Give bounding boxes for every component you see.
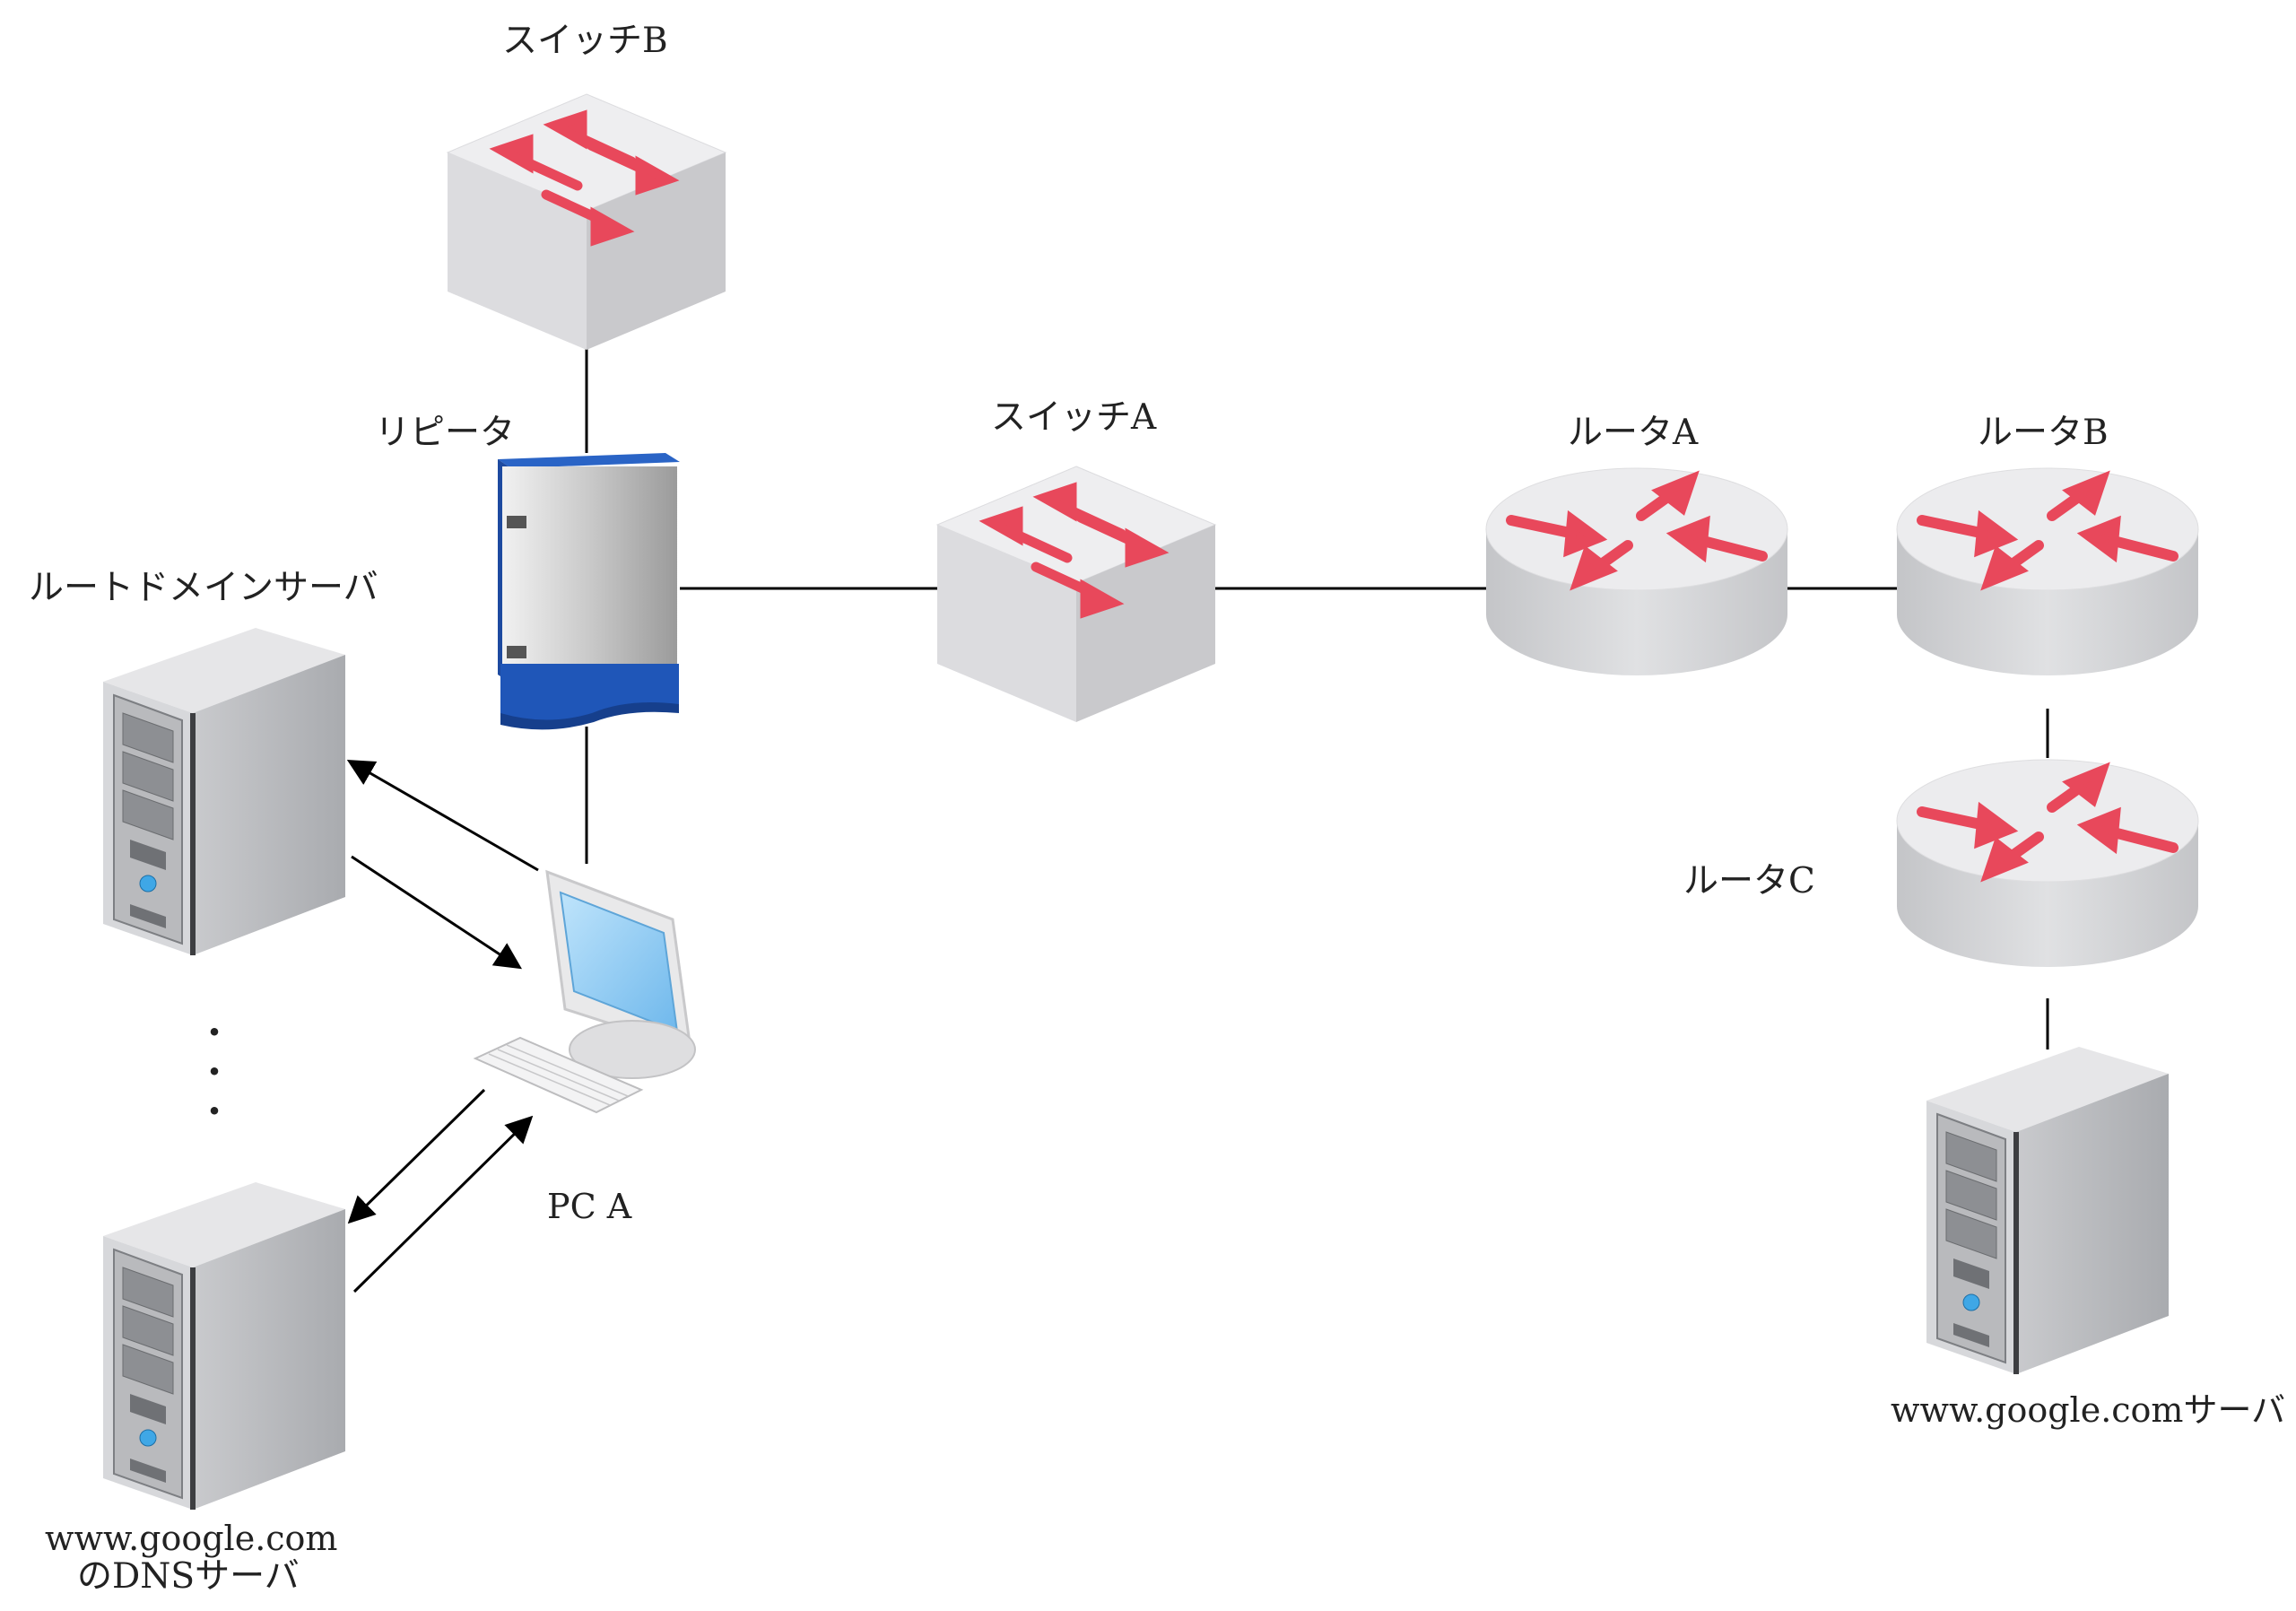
arrow-pc-to-dns	[347, 1088, 486, 1224]
pc-icon	[473, 869, 696, 1114]
root-dns-server-icon	[103, 628, 345, 955]
repeater-icon	[498, 453, 680, 730]
pc-a-label: PC A	[547, 1187, 632, 1226]
router-b-label: ルータB	[1978, 413, 2109, 453]
google-web-server-icon	[1926, 1047, 2169, 1374]
switch-a-label: スイッチA	[991, 397, 1157, 438]
google-dns-server-icon	[103, 1182, 345, 1510]
google-dns-label-line1: www.google.com	[45, 1519, 337, 1558]
repeater-label: リピータ	[375, 413, 515, 453]
arrow-root-to-pc	[351, 855, 523, 970]
router-c-icon	[1897, 760, 2198, 967]
router-c-label: ルータC	[1683, 861, 1815, 901]
root-dns-label: ルートドメインサーバ	[29, 568, 378, 608]
arrow-pc-to-root	[346, 760, 539, 872]
router-a-icon	[1486, 468, 1787, 675]
switch-b-label: スイッチB	[502, 21, 668, 61]
dns-arrows	[346, 760, 539, 1293]
router-b-icon	[1897, 468, 2198, 675]
switch-b-icon	[448, 94, 726, 350]
switch-a-icon	[937, 466, 1215, 722]
google-server-label: www.google.comサーバ	[1891, 1390, 2285, 1430]
arrow-dns-to-pc	[352, 1115, 534, 1293]
google-dns-label-line2: のDNSサーバ	[77, 1556, 300, 1597]
router-a-label: ルータA	[1568, 413, 1699, 453]
links	[585, 345, 2049, 1049]
ellipsis-label: ・・・	[190, 1014, 231, 1132]
